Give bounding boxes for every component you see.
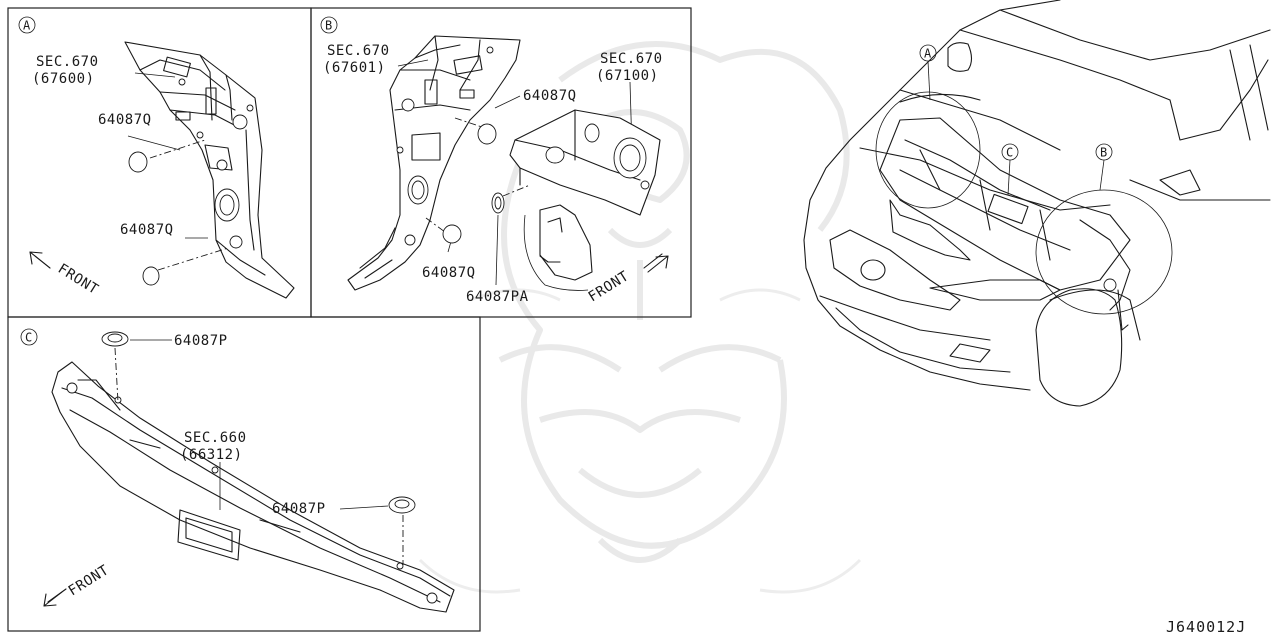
panel-c-label-64087p-lower: 64087P [272, 501, 326, 517]
plug-64087q-icon [142, 266, 160, 286]
panel-a-marker: A [23, 19, 31, 33]
panel-a-label-64087q-upper: 64087Q [98, 112, 152, 128]
liner-part [539, 204, 593, 281]
panel-c-label-front: FRONT [66, 562, 112, 599]
panel-b-label-sec670-left: SEC.670 [327, 43, 390, 59]
clip-64087p-icon [388, 496, 416, 514]
panel-a-marker-circle [18, 16, 36, 34]
plug-64087q-icon [442, 224, 462, 244]
panel-c-label-66312: (66312) [180, 447, 243, 463]
diagram-code: J640012J [1166, 618, 1246, 636]
panel-a-label-front: FRONT [55, 261, 101, 298]
panel-b-frame [310, 7, 692, 318]
panel-a-label-64087q-lower: 64087Q [120, 222, 174, 238]
panel-b-label-64087q-upper: 64087Q [523, 88, 577, 104]
front-arrow-icon [43, 588, 67, 607]
plug-64087q-icon [128, 151, 148, 173]
clip-64087p-icon [101, 331, 129, 347]
overview-marker-a: A [924, 47, 932, 61]
panel-b-marker-circle [320, 16, 338, 34]
panel-a-label-sec670: SEC.670 [36, 54, 99, 70]
vehicle-overview: A C B [803, 0, 1271, 407]
panel-b-label-64087q-lower: 64087Q [422, 265, 476, 281]
front-pillar-inner-part [124, 41, 295, 299]
panel-b-label-front: FRONT [586, 268, 632, 305]
front-arrow-icon [29, 251, 51, 269]
panel-c-frame [7, 316, 481, 632]
panel-c-marker-circle [20, 328, 38, 346]
panel-b-label-sec670-right: SEC.670 [600, 51, 663, 67]
front-pillar-outer-part [347, 35, 521, 291]
panel-b-marker: B [325, 19, 332, 33]
panel-a-label-67600: (67600) [32, 71, 95, 87]
watermark-logo [418, 41, 862, 594]
overview-marker-b: B [1100, 146, 1107, 160]
plug-64087q-icon [477, 123, 497, 145]
cowl-top-part [51, 361, 455, 613]
dash-side-panel-part [509, 109, 661, 216]
panel-c-label-64087p-upper: 64087P [174, 333, 228, 349]
panel-b-label-67601: (67601) [323, 60, 386, 76]
grommet-64087pa-icon [491, 192, 505, 214]
overview-marker-c: C [1006, 146, 1013, 160]
panel-c: C 64087P SEC.660 (66312) 64087P [20, 328, 455, 613]
panel-a: A SEC.670 (67600) 64087Q [18, 16, 295, 299]
panel-b: B SEC.670 (67601) 64087Q SEC.670 (67100) [320, 16, 669, 305]
detail-circle-a [875, 91, 981, 209]
front-arrow-icon [643, 253, 669, 273]
detail-circle-b [1035, 189, 1173, 315]
panel-b-label-64087pa: 64087PA [466, 289, 529, 305]
panel-c-marker: C [25, 331, 32, 345]
panel-b-label-67100: (67100) [596, 68, 659, 84]
panel-c-label-sec660: SEC.660 [184, 430, 247, 446]
